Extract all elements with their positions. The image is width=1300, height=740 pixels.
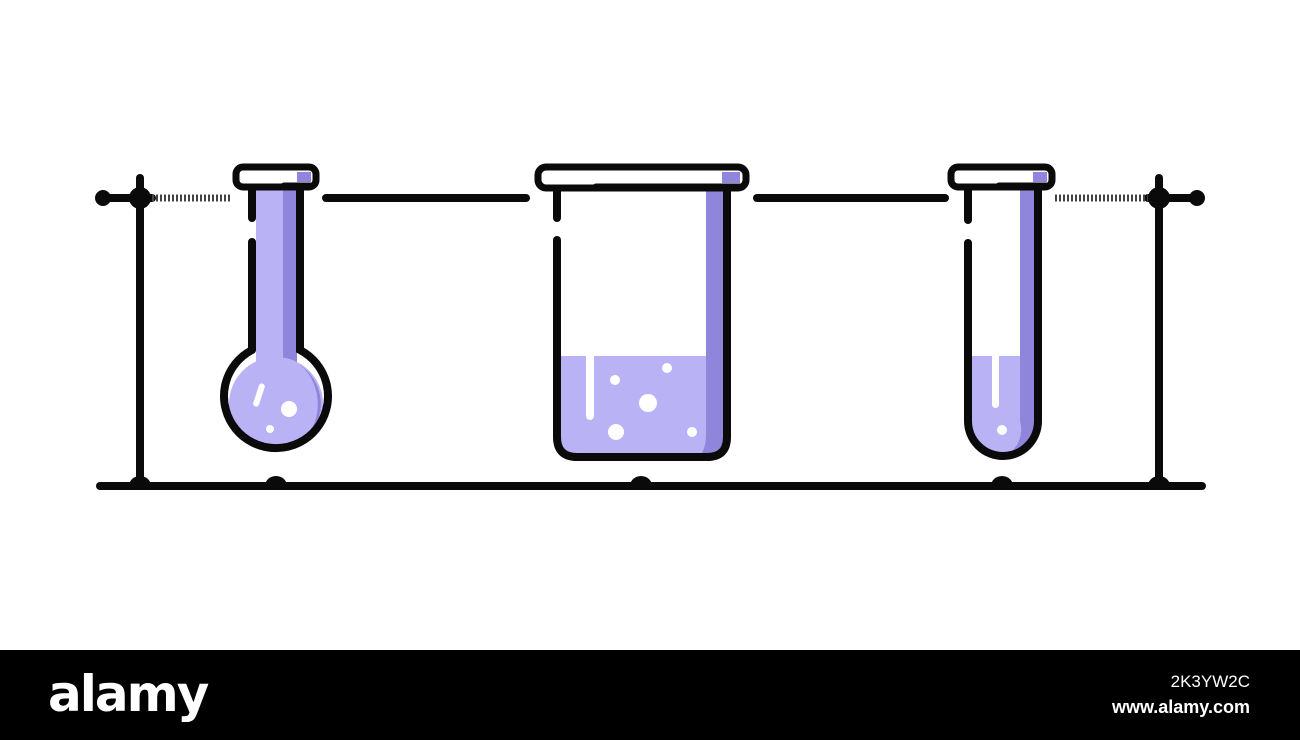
beaker-rim-shade — [722, 172, 740, 183]
rack-foot-beaker — [630, 476, 652, 486]
tube-glint — [992, 336, 999, 408]
round-bottom-flask — [220, 163, 332, 453]
rack-foot-tube — [991, 476, 1013, 486]
rack-joint-left-end — [95, 190, 111, 206]
flask-rim-shade — [297, 172, 311, 182]
watermark-bar: alamy 2K3YW2C www.alamy.com — [0, 650, 1300, 740]
flask-glint — [253, 383, 265, 407]
beaker-bubble-3 — [639, 394, 657, 412]
flask-rim — [232, 163, 320, 191]
watermark-brand-logo: alamy — [48, 665, 209, 723]
beaker-glint — [586, 330, 594, 420]
beaker-side-shade — [706, 188, 726, 356]
tube-highlights — [992, 336, 1007, 435]
tube-liquid-shade — [1012, 356, 1037, 451]
flask-outline — [220, 183, 332, 453]
beaker — [534, 163, 750, 461]
flask-bulb-liquid — [229, 357, 323, 451]
rack-joints — [95, 187, 1205, 486]
tube-bubble — [997, 425, 1007, 435]
rack-foot-right — [1148, 476, 1170, 486]
lab-glassware-illustration — [95, 163, 1206, 490]
beaker-bubble-1 — [610, 375, 620, 385]
flask-bubble-large — [281, 401, 297, 417]
tube-outline — [964, 184, 1042, 460]
beaker-bubble-4 — [608, 424, 624, 440]
rack-joint-right-end — [1189, 190, 1205, 206]
rack-foot-left — [129, 476, 151, 486]
tube-rim-shade — [1033, 172, 1047, 182]
rack-joint-left — [129, 187, 151, 209]
flask-bubble-small — [266, 425, 274, 433]
tube-side-shade — [1020, 188, 1037, 356]
test-tube — [947, 163, 1056, 460]
beaker-bubble-2 — [662, 363, 672, 373]
rack-joint-right — [1148, 187, 1170, 209]
rack-foot-flask — [265, 476, 287, 486]
flask-highlights — [253, 383, 297, 433]
flask-neck-shade — [283, 188, 297, 368]
watermark-site-url: www.alamy.com — [1111, 697, 1250, 717]
beaker-outline — [553, 184, 731, 461]
beaker-liquid-shade — [700, 356, 726, 456]
beaker-bubble-5 — [687, 427, 697, 437]
beaker-highlights — [586, 330, 697, 440]
watermark-image-id: 2K3YW2C — [1170, 672, 1250, 691]
